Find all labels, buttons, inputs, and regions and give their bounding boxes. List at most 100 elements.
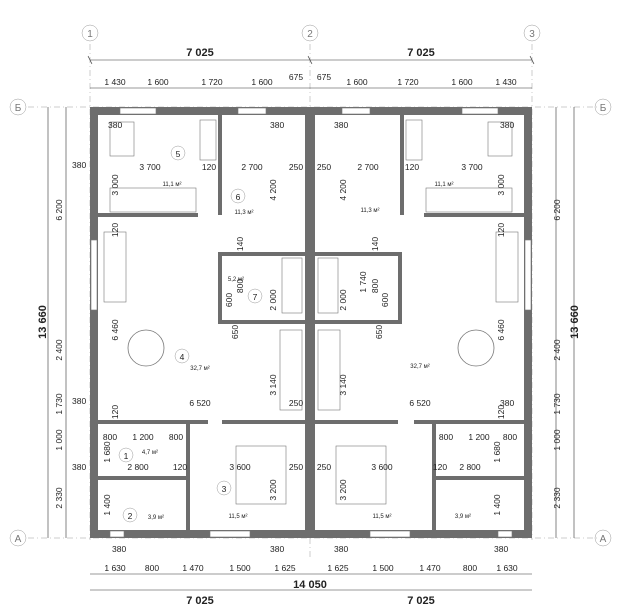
svg-text:800: 800 (169, 432, 183, 442)
axis-marker-2: 2 (301, 24, 319, 42)
svg-text:4: 4 (180, 352, 185, 362)
svg-text:3 600: 3 600 (229, 462, 251, 472)
mirror-area-5: 11,1 м² (434, 182, 453, 188)
axis-marker-b-right: Б (594, 98, 612, 116)
svg-text:800: 800 (235, 279, 245, 293)
bottom-dim-right-3: 1 470 (419, 563, 441, 573)
svg-text:650: 650 (374, 325, 384, 339)
svg-text:1 740: 1 740 (358, 271, 368, 293)
left-total-height: 13 660 (37, 305, 49, 339)
room-5-area: 11,1 м² (162, 182, 181, 188)
svg-text:1: 1 (87, 29, 93, 40)
top-dim-left-4: 1 600 (251, 77, 273, 87)
svg-text:250: 250 (317, 462, 331, 472)
bottom-dim-left-4: 1 500 (229, 563, 251, 573)
svg-text:380: 380 (494, 544, 508, 554)
svg-text:А: А (15, 534, 22, 545)
bottom-dim-right-1: 1 625 (327, 563, 349, 573)
top-dim-left-2: 1 600 (147, 77, 169, 87)
axis-marker-1: 1 (81, 24, 99, 42)
bottom-dim-right-4: 800 (463, 563, 477, 573)
svg-text:120: 120 (110, 223, 120, 237)
axis-marker-a-left: А (9, 529, 27, 547)
svg-text:3 600: 3 600 (371, 462, 393, 472)
svg-text:3 700: 3 700 (139, 162, 161, 172)
svg-text:120: 120 (496, 223, 506, 237)
top-dimension-chain: 7 025 7 025 675 675 1 430 1 600 1 720 1 … (87, 47, 535, 89)
interior-walls (98, 115, 524, 530)
top-bay-left: 7 025 (186, 47, 214, 59)
top-dim-left-1: 1 430 (104, 77, 126, 87)
svg-text:120: 120 (433, 462, 447, 472)
room-4-area: 32,7 м² (190, 366, 209, 372)
top-dim-right-3: 1 600 (451, 77, 473, 87)
svg-text:140: 140 (235, 237, 245, 251)
svg-text:6 460: 6 460 (110, 319, 120, 341)
svg-text:2 800: 2 800 (127, 462, 149, 472)
top-dim-right-4: 1 430 (495, 77, 517, 87)
mirror-room-areas: 11,1 м² 11,3 м² 32,7 м² 11,5 м² 3,9 м² (360, 182, 471, 520)
svg-text:2 000: 2 000 (268, 289, 278, 311)
bottom-dim-right-5: 1 630 (496, 563, 518, 573)
inner-dimensions-right: 3 700 2 700 120 250 380 380 3 000 4 200 … (317, 120, 517, 516)
mirror-area-4: 32,7 м² (410, 364, 429, 370)
svg-text:2 000: 2 000 (338, 289, 348, 311)
left-seg-3: 1 730 (54, 393, 64, 415)
bottom-dim-left-5: 1 625 (274, 563, 296, 573)
right-seg-4: 1 000 (552, 429, 562, 451)
svg-text:1 200: 1 200 (468, 432, 490, 442)
svg-text:800: 800 (439, 432, 453, 442)
svg-text:3 140: 3 140 (338, 374, 348, 396)
svg-text:2: 2 (128, 511, 133, 521)
svg-text:1 200: 1 200 (132, 432, 154, 442)
bottom-dim-right-2: 1 500 (372, 563, 394, 573)
svg-text:250: 250 (289, 462, 303, 472)
windows (90, 107, 532, 538)
exterior-walls (90, 107, 532, 538)
svg-text:1 400: 1 400 (492, 494, 502, 516)
left-seg-4: 1 000 (54, 429, 64, 451)
svg-text:3 000: 3 000 (496, 174, 506, 196)
room-7-area: 5,2 м² (228, 277, 244, 283)
svg-text:4 200: 4 200 (268, 179, 278, 201)
svg-text:380: 380 (112, 544, 126, 554)
mirror-area-2: 3,9 м² (455, 514, 471, 520)
svg-text:120: 120 (110, 405, 120, 419)
top-dim-right-2: 1 720 (397, 77, 419, 87)
bottom-dimension-chain: 1 630 800 1 470 1 500 1 625 1 625 1 500 … (90, 563, 532, 607)
left-seg-5: 2 330 (54, 487, 64, 509)
svg-text:2 700: 2 700 (241, 162, 263, 172)
wall-callouts: 380 380 380 380 (112, 544, 508, 554)
svg-text:380: 380 (108, 120, 122, 130)
svg-text:6 520: 6 520 (409, 398, 431, 408)
room-7-label: 7 5,2 м² (228, 277, 263, 304)
top-center-right: 675 (317, 72, 331, 82)
left-wall-380-top: 380 (72, 160, 86, 170)
left-wall-380-mid: 380 (72, 396, 86, 406)
room-1-area: 4,7 м² (142, 450, 158, 456)
right-seg-2: 2 400 (552, 339, 562, 361)
svg-text:Б: Б (15, 103, 22, 114)
svg-text:380: 380 (500, 398, 514, 408)
svg-text:1 680: 1 680 (102, 441, 112, 463)
svg-text:120: 120 (405, 162, 419, 172)
svg-text:3 700: 3 700 (461, 162, 483, 172)
mirror-area-6: 11,3 м² (360, 208, 379, 214)
svg-text:2 800: 2 800 (459, 462, 481, 472)
room-2-area: 3,9 м² (148, 515, 164, 521)
bottom-total: 14 050 (293, 579, 327, 591)
bottom-bay-left: 7 025 (186, 595, 214, 607)
room-3-label: 3 11,5 м² (216, 480, 248, 520)
svg-text:3: 3 (529, 29, 535, 40)
room-3-area: 11,5 м² (228, 514, 247, 520)
svg-text:250: 250 (289, 162, 303, 172)
svg-text:А: А (600, 534, 607, 545)
svg-text:1 400: 1 400 (102, 494, 112, 516)
svg-text:3 140: 3 140 (268, 374, 278, 396)
inner-dimensions-left: 3 700 2 700 120 250 380 380 3 000 4 200 … (102, 120, 303, 516)
svg-text:3: 3 (222, 484, 227, 494)
svg-text:3 000: 3 000 (110, 174, 120, 196)
svg-text:2: 2 (307, 29, 313, 40)
svg-text:250: 250 (317, 162, 331, 172)
svg-text:6 460: 6 460 (496, 319, 506, 341)
